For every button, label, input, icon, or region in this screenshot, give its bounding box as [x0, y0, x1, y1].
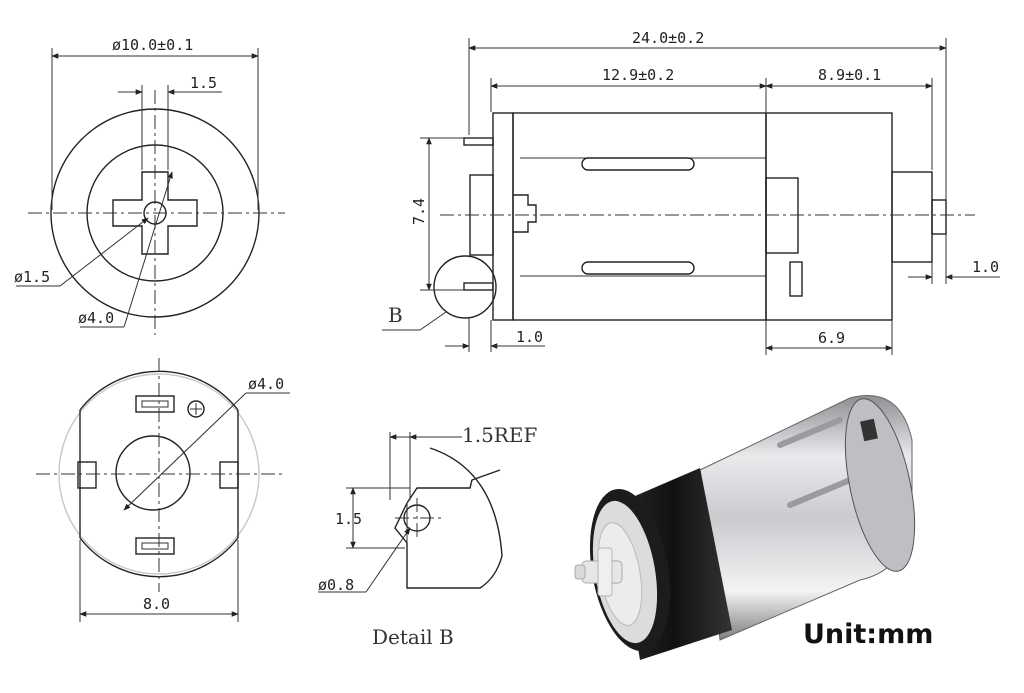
- front-cross-shaft: [112, 171, 198, 255]
- front-outer-diameter-label: ø10.0±0.1: [112, 36, 193, 54]
- rear-terminal-bottom: [135, 537, 175, 555]
- can-slot-bottom: [581, 261, 695, 275]
- rear-boss-diameter-label: ø4.0: [248, 375, 284, 393]
- terminal-spacing-label: 7.4: [410, 198, 428, 225]
- rear-terminal-top: [135, 395, 175, 413]
- detail-b-height-label: 1.5: [335, 510, 362, 528]
- front-width-label: 1.5: [190, 74, 217, 92]
- detail-b-ref-label: 1.5REF: [462, 423, 537, 447]
- rear-right-tab: [219, 461, 239, 489]
- rear-view: ø4.0 8.0: [36, 358, 290, 622]
- side-view: B 24.0±0.2 12.9±0.2 8.9±0.1 7.4 1.0 6.9: [382, 29, 1000, 355]
- gearbox-body: [765, 112, 893, 321]
- terminal-offset-label: 1.0: [516, 328, 543, 346]
- detail-b-upper-edge: [406, 469, 501, 504]
- motor-product-photo: [574, 395, 916, 660]
- output-shaft: [931, 199, 947, 235]
- motor-can: [512, 112, 767, 321]
- terminal-top: [463, 137, 494, 146]
- front-hole-diameter-label: ø1.5: [14, 268, 50, 286]
- rear-left-tab: [77, 461, 97, 489]
- rear-boss-circle: [115, 435, 191, 511]
- front-boss-diameter-label: ø4.0: [78, 309, 114, 327]
- front-view: ø10.0±0.1 1.5 ø1.5 ø4.0: [14, 36, 285, 335]
- motor-bearing: [513, 194, 537, 233]
- motor-length-label: 12.9±0.2: [602, 66, 674, 84]
- rear-width-label: 8.0: [143, 595, 170, 613]
- detail-b-marker: B: [388, 303, 403, 327]
- detail-b-view: 1.5REF 1.5 ø0.8 Detail B: [318, 423, 537, 649]
- shaft-extension-label: 1.0: [972, 258, 999, 276]
- unit-label: Unit:mm: [803, 619, 934, 650]
- rear-length-label: 6.9: [818, 329, 845, 347]
- detail-b-outline: [394, 447, 503, 589]
- plus-polarity-icon: [187, 400, 205, 418]
- total-length-label: 24.0±0.2: [632, 29, 704, 47]
- output-hub: [891, 171, 933, 263]
- gearbox-length-label: 8.9±0.1: [818, 66, 881, 84]
- gearbox-notch: [789, 261, 803, 297]
- detail-b-callout-circle: [433, 255, 497, 319]
- detail-b-caption: Detail B: [372, 625, 454, 649]
- can-slot-top: [581, 157, 695, 171]
- detail-b-hole-diameter-label: ø0.8: [318, 576, 354, 594]
- terminal-bottom: [463, 282, 494, 291]
